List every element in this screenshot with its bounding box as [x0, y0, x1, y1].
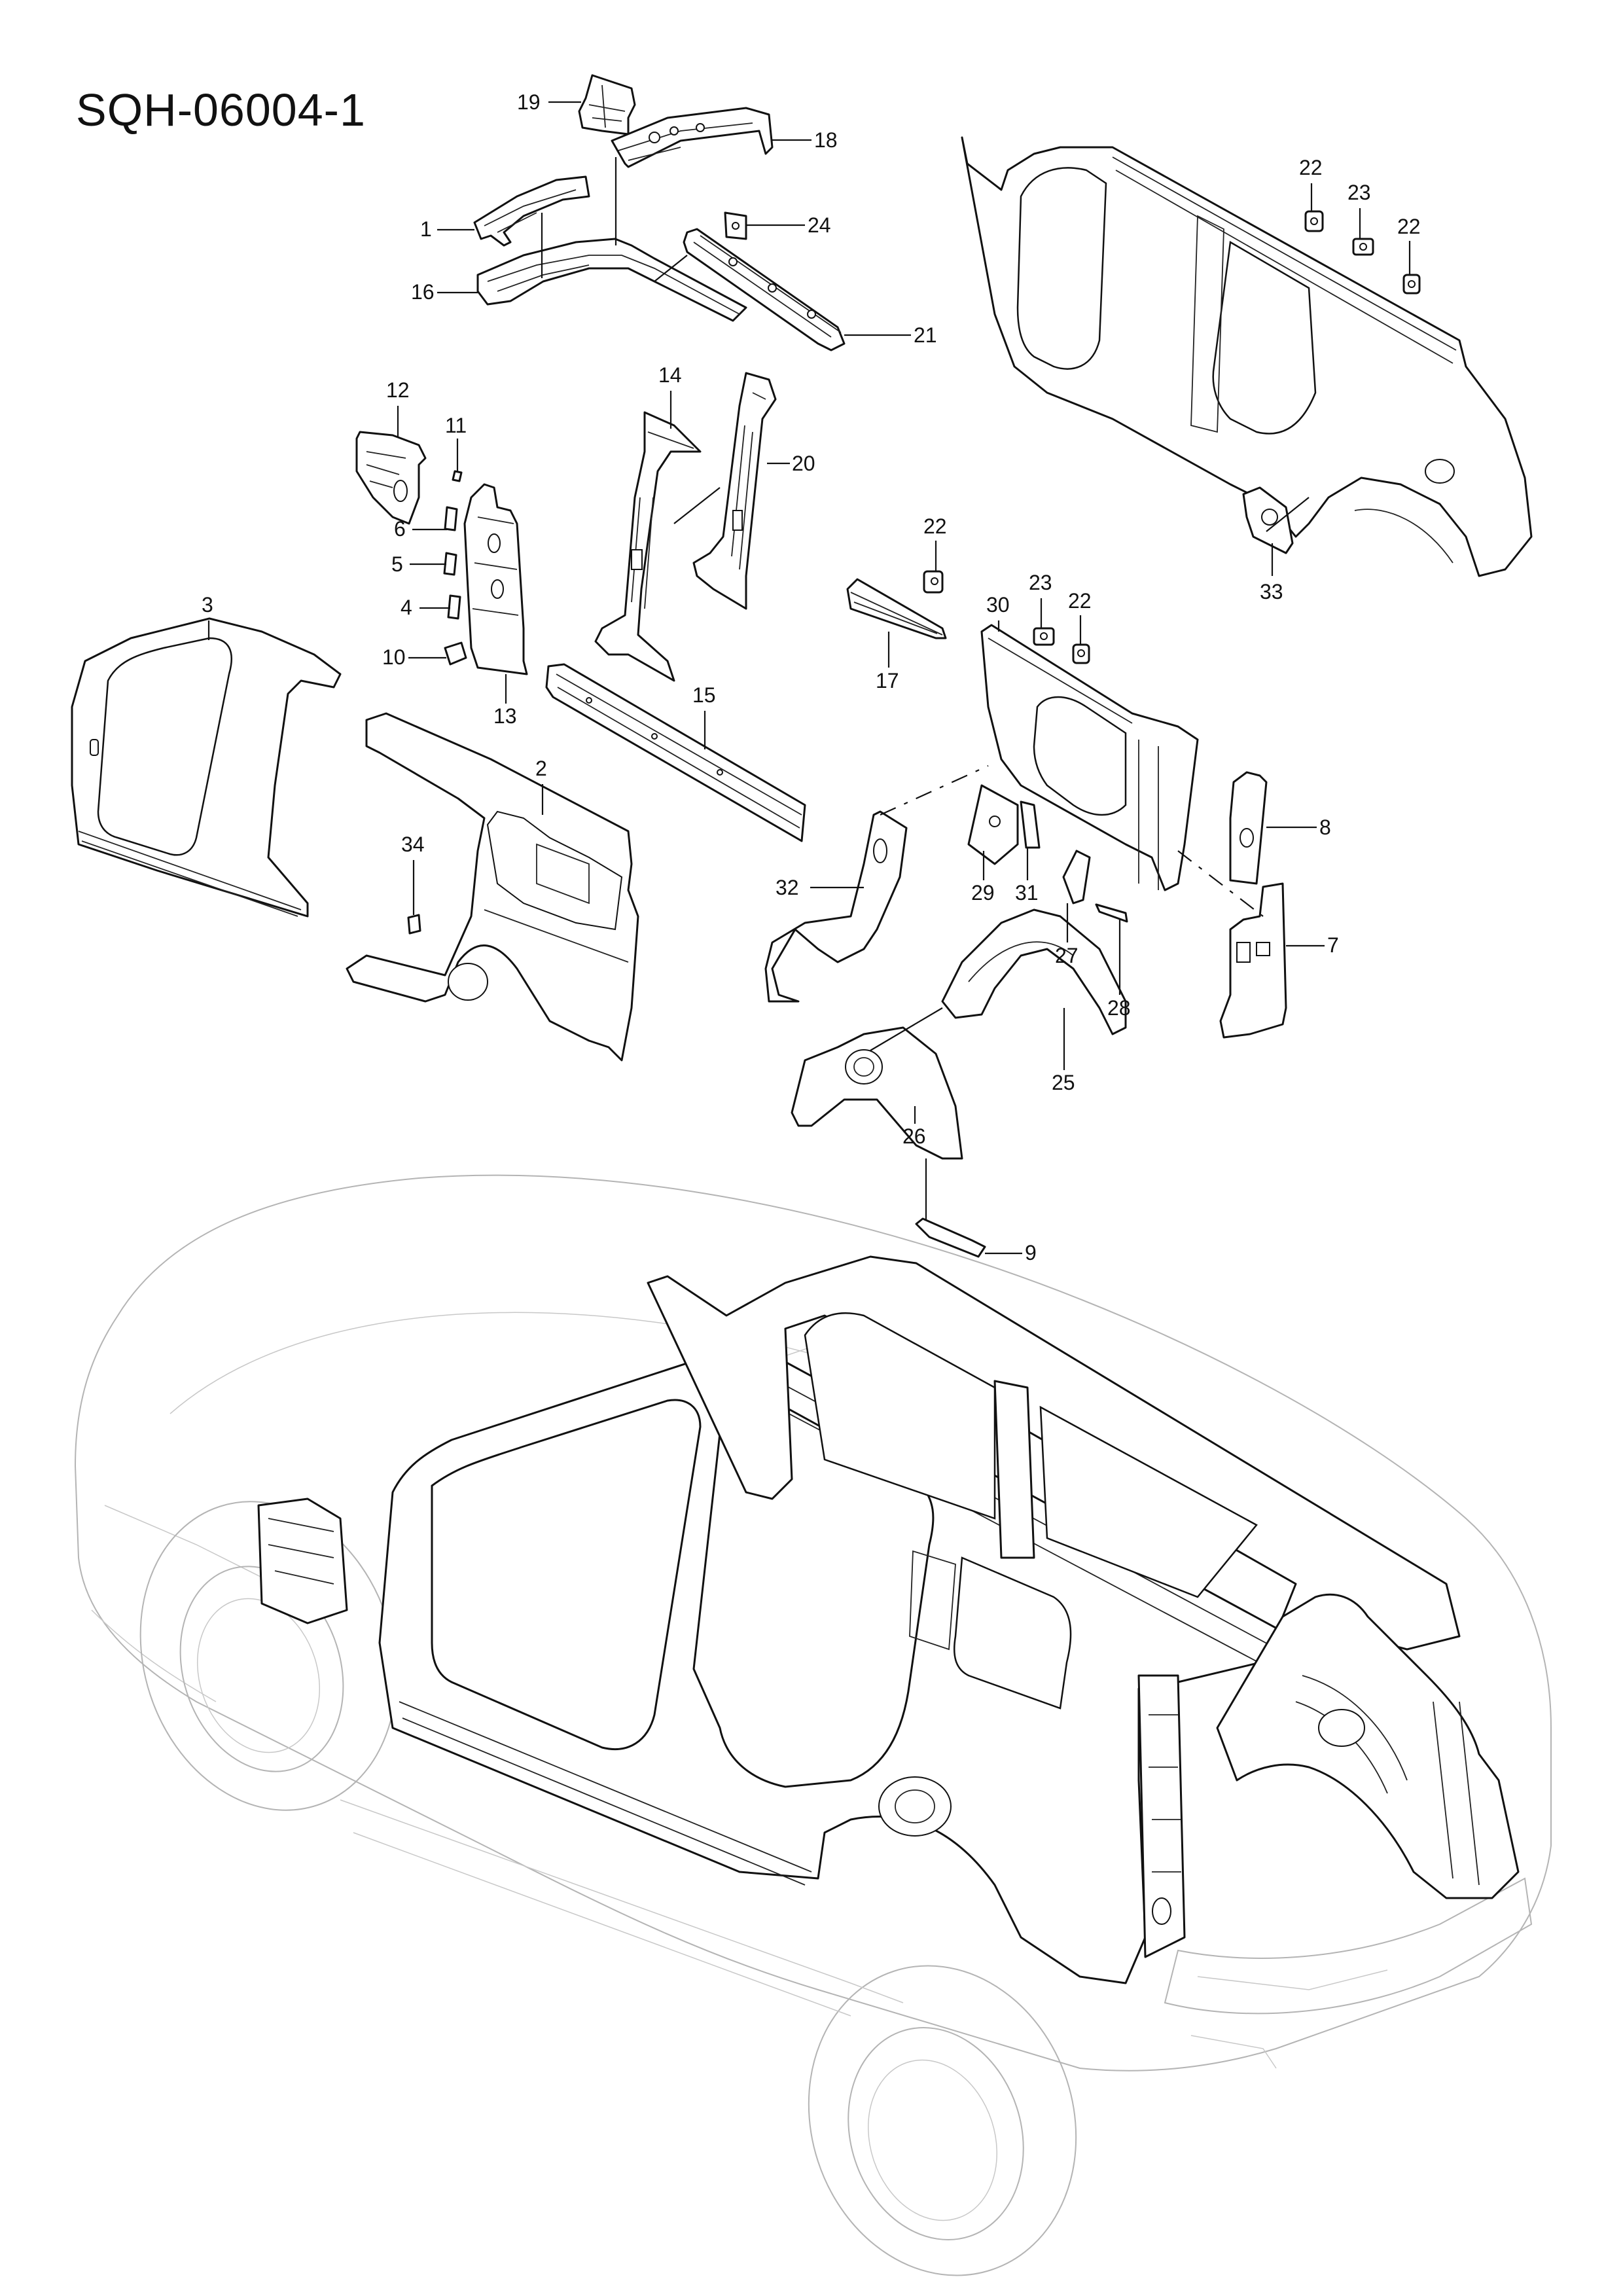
part-4-clip — [447, 594, 461, 620]
callout-13: 13 — [493, 704, 517, 728]
part-25-wheelhouse-outer — [941, 908, 1127, 1035]
part-31-bracket — [1020, 800, 1041, 849]
part-16-roof-rail-front — [476, 238, 747, 322]
part-8-d-pillar-upper — [1229, 771, 1268, 885]
callout-4: 4 — [401, 596, 412, 619]
assembled-body-side — [257, 1255, 1520, 1984]
part-12-hinge-reinforcement — [355, 431, 427, 525]
part-23-plug-b — [1352, 238, 1374, 256]
callout-1: 1 — [420, 217, 432, 241]
callout-11: 11 — [445, 414, 467, 437]
part-5-clip — [443, 552, 457, 576]
part-6-clip — [444, 506, 458, 531]
callout-22a: 22 — [1299, 156, 1323, 179]
part-21-roof-side-inner — [683, 228, 846, 351]
callout-27: 27 — [1055, 944, 1079, 967]
part-17-reinforcement — [846, 578, 947, 639]
part-18-roof-rail-rear — [611, 107, 774, 168]
part-20-b-pillar-inner — [692, 372, 777, 610]
callout-15: 15 — [692, 683, 716, 707]
part-28-bracket — [1095, 903, 1128, 923]
callout-28: 28 — [1107, 996, 1131, 1020]
part-15-rocker-inner — [545, 663, 806, 842]
callout-25: 25 — [1052, 1071, 1075, 1094]
callout-20: 20 — [792, 452, 815, 475]
callout-14: 14 — [658, 363, 682, 387]
callout-5: 5 — [391, 552, 403, 576]
callout-9: 9 — [1025, 1241, 1037, 1265]
callout-21: 21 — [914, 323, 937, 347]
callout-18: 18 — [814, 128, 838, 152]
callout-24: 24 — [808, 213, 831, 237]
part-13-a-pillar-inner — [463, 483, 528, 675]
diagram-title: SQH-06004-1 — [76, 84, 366, 135]
part-32-c-pillar-lower — [764, 810, 908, 1003]
part-22-plug-a — [923, 570, 944, 594]
part-27-bracket — [1062, 850, 1091, 905]
part-26-wheelhouse-inner — [791, 1026, 963, 1160]
callout-23a: 23 — [1347, 181, 1371, 204]
part-11-clip — [452, 470, 463, 482]
callout-22d: 22 — [1068, 589, 1092, 613]
part-24-small-bracket — [724, 211, 747, 240]
part-7-d-pillar-lower — [1219, 882, 1287, 1039]
part-10-clip — [444, 641, 467, 666]
part-14-b-pillar-reinforcement — [594, 411, 702, 682]
part-33-bracket — [1242, 486, 1294, 554]
callout-32: 32 — [776, 876, 799, 899]
part-22-plug-c — [1304, 210, 1324, 232]
callout-26: 26 — [902, 1124, 926, 1148]
callout-19: 19 — [517, 90, 541, 114]
part-29-bracket — [967, 784, 1019, 865]
part-19-bracket — [578, 74, 636, 135]
callout-6: 6 — [394, 517, 406, 541]
part-22-plug-d — [1402, 274, 1421, 295]
part-2-rear-body-side-outer — [346, 712, 639, 1062]
callout-34: 34 — [401, 833, 425, 856]
part-body-side-inner-assembly — [961, 136, 1533, 577]
callout-7: 7 — [1327, 933, 1339, 957]
part-9-bracket — [915, 1217, 986, 1258]
callout-16: 16 — [411, 280, 435, 304]
callout-2: 2 — [535, 757, 547, 780]
part-1-a-pillar-upper — [473, 175, 590, 247]
callout-10: 10 — [382, 645, 406, 669]
part-34-clip-nut — [407, 914, 421, 935]
callout-23b: 23 — [1029, 571, 1052, 594]
callout-12: 12 — [386, 378, 410, 402]
callout-33: 33 — [1260, 580, 1283, 603]
callout-29: 29 — [971, 881, 995, 905]
callout-22c: 22 — [923, 514, 947, 538]
part-30-rear-quarter-inner — [980, 624, 1199, 891]
leader-lines — [207, 101, 1411, 1255]
callout-31: 31 — [1015, 881, 1039, 905]
callout-22b: 22 — [1397, 215, 1421, 238]
callout-17: 17 — [876, 669, 899, 692]
part-3-front-body-side-outer — [71, 617, 342, 918]
callout-8: 8 — [1319, 816, 1331, 839]
part-22-plug-b — [1072, 643, 1090, 664]
callout-30: 30 — [986, 593, 1010, 617]
part-23-plug-a — [1033, 627, 1055, 646]
callout-3: 3 — [202, 593, 213, 617]
